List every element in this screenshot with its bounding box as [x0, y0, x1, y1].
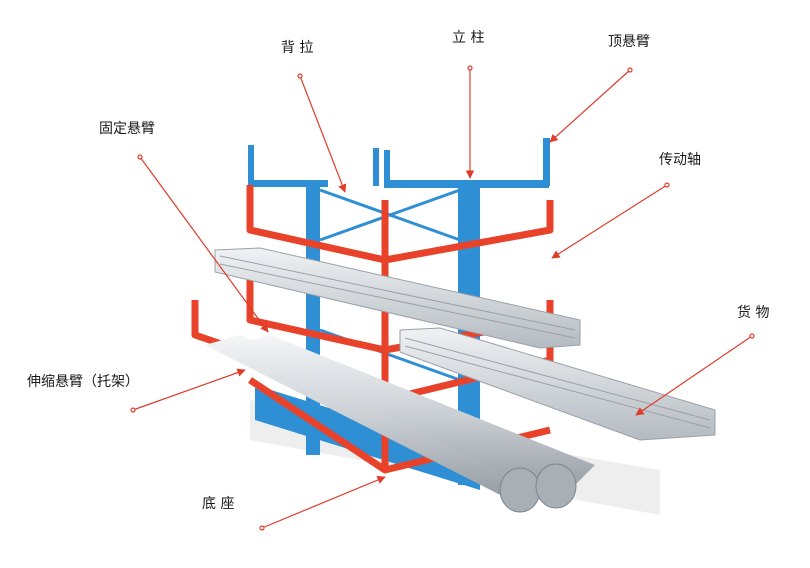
- label-top-arm: 顶悬臂: [608, 34, 650, 50]
- label-back-tie: 背 拉: [281, 40, 314, 56]
- label-goods: 货 物: [737, 305, 770, 321]
- label-fixed-arm: 固定悬臂: [99, 121, 155, 137]
- leader-lines: [130, 65, 755, 531]
- large-pipes: [205, 335, 595, 513]
- label-telescopic-arm: 伸缩悬臂（托架）: [27, 374, 139, 390]
- label-upright: 立 柱: [452, 30, 485, 46]
- rect-tube-bundle: [214, 247, 581, 349]
- label-base: 底 座: [202, 496, 235, 512]
- label-drive-shaft: 传动轴: [659, 152, 701, 168]
